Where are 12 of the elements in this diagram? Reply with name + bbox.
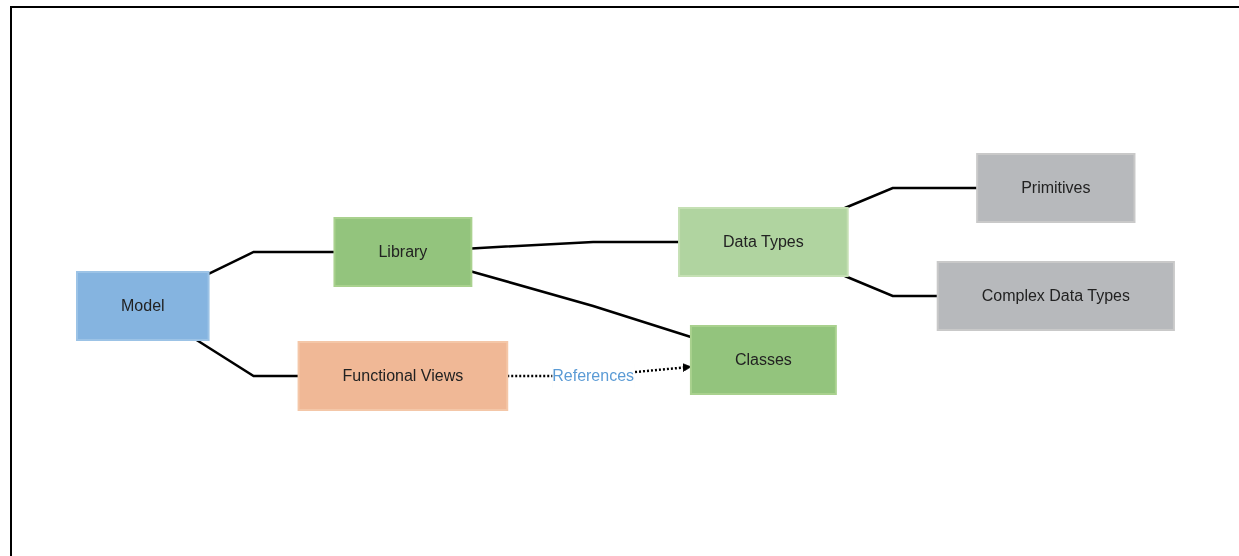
node-box: Classes [689,325,837,395]
node-box: Complex Data Types [936,261,1175,331]
connector [844,274,938,298]
connector [208,250,335,276]
edge-label: References [552,367,635,384]
node-box: Model [76,271,210,341]
node-box: Library [333,217,473,287]
node-box: Data Types [678,207,849,277]
connector [471,240,680,250]
connector [844,186,978,210]
node-box: Functional Views [297,341,509,411]
node-box: Primitives [976,153,1136,223]
